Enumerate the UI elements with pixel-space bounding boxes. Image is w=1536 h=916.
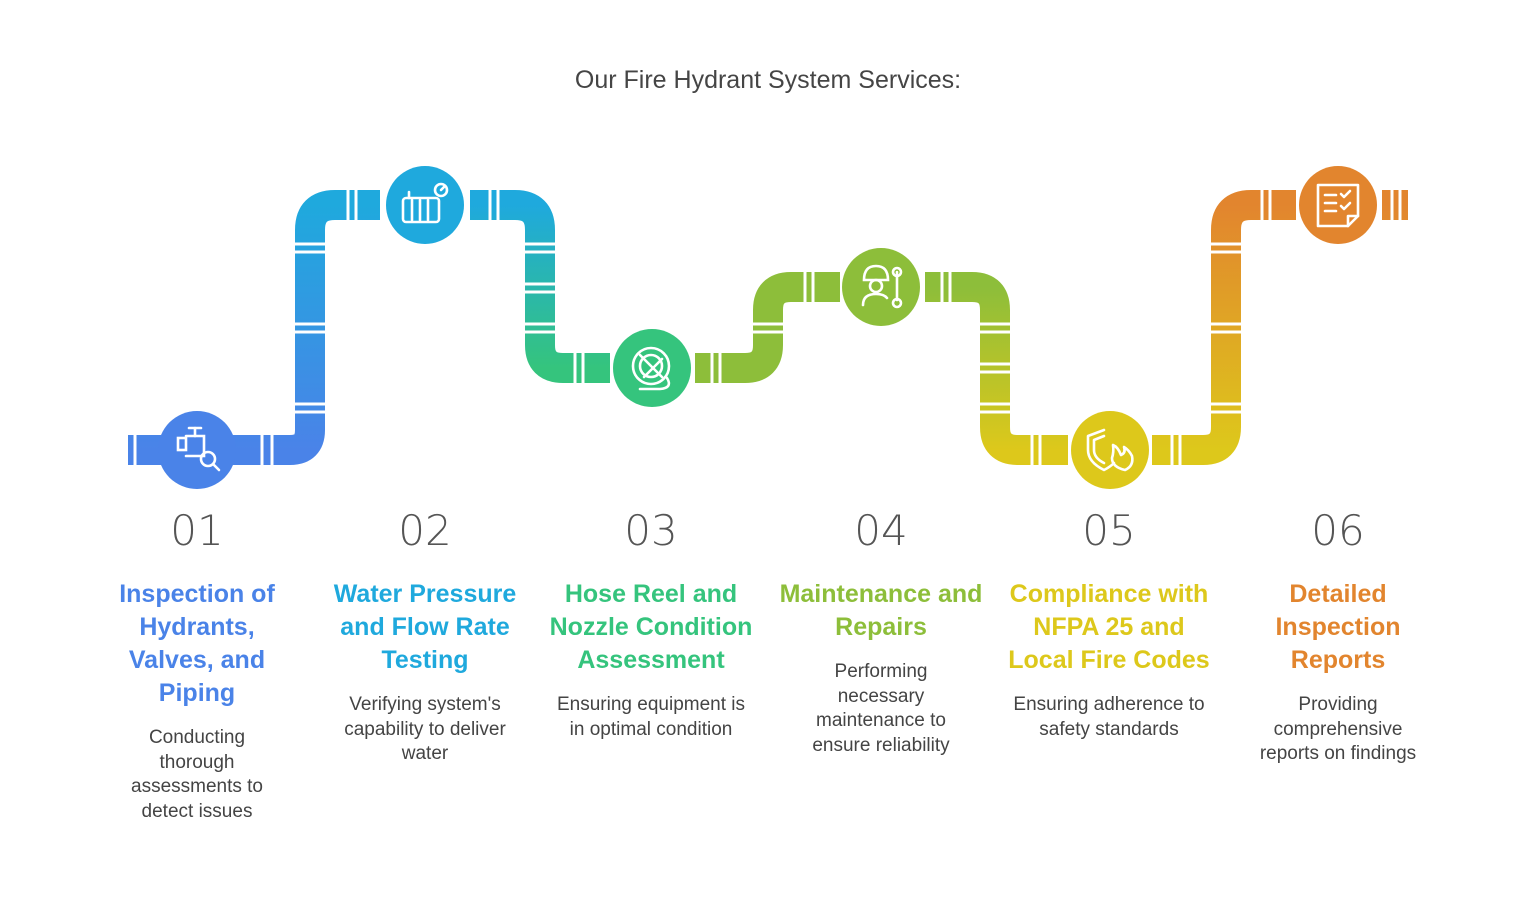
step-1-number: 01 (170, 506, 224, 555)
step-2-heading: Water Pressure and Flow Rate Testing (333, 580, 517, 674)
step-6: 06 Detailed Inspection Reports Providing… (1235, 508, 1441, 767)
step-2-description: Verifying system's capability to deliver… (344, 694, 506, 764)
step-4: 04 Maintenance and Repairs Performing ne… (778, 508, 984, 758)
step-1-description: Conducting thorough assessments to detec… (131, 727, 263, 822)
step-node-4 (842, 248, 920, 326)
pipe-segment-5 (1152, 190, 1408, 465)
step-4-heading: Maintenance and Repairs (779, 580, 983, 641)
step-4-description: Performing necessary maintenance to ensu… (812, 661, 950, 756)
worker-wrench-icon (861, 264, 903, 309)
step-node-1 (158, 411, 236, 489)
checklist-report-icon (1316, 183, 1360, 228)
step-6-description: Providing comprehensive reports on findi… (1259, 694, 1417, 764)
step-6-heading: Detailed Inspection Reports (1275, 580, 1401, 674)
pipe-segment-4 (925, 272, 1068, 465)
step-5-number: 05 (1082, 506, 1136, 555)
pressure-gauge-tank-icon (401, 182, 449, 224)
hydrant-valve-magnifier-icon (176, 426, 221, 472)
step-5-heading: Compliance with NFPA 25 and Local Fire C… (1008, 580, 1210, 674)
step-1-heading: Inspection of Hydrants, Valves, and Pipi… (119, 580, 275, 707)
step-1: 01 Inspection of Hydrants, Valves, and P… (94, 508, 300, 824)
step-node-2 (386, 166, 464, 244)
shield-flame-icon (1086, 428, 1134, 472)
page-title: Our Fire Hydrant System Services: (574, 66, 962, 94)
pipe-segment-1 (128, 190, 380, 465)
step-3-number: 03 (624, 506, 678, 555)
step-3-description: Ensuring equipment is in optimal conditi… (557, 694, 745, 740)
step-node-6 (1299, 166, 1377, 244)
step-2-number: 02 (398, 506, 452, 555)
step-node-5 (1071, 411, 1149, 489)
step-6-number: 06 (1311, 506, 1365, 555)
step-4-number: 04 (854, 506, 908, 555)
pipe-segment-3 (695, 272, 840, 383)
step-3: 03 Hose Reel and Nozzle Condition Assess… (548, 508, 754, 742)
step-5: 05 Compliance with NFPA 25 and Local Fir… (1006, 508, 1212, 742)
step-node-3 (613, 329, 691, 407)
step-3-heading: Hose Reel and Nozzle Condition Assessmen… (549, 580, 753, 674)
hose-reel-icon (631, 346, 671, 391)
step-2: 02 Water Pressure and Flow Rate Testing … (322, 508, 528, 767)
step-5-description: Ensuring adherence to safety standards (1013, 694, 1205, 740)
pipe-segment-2 (470, 190, 610, 383)
pipe-flanges (133, 186, 1402, 470)
